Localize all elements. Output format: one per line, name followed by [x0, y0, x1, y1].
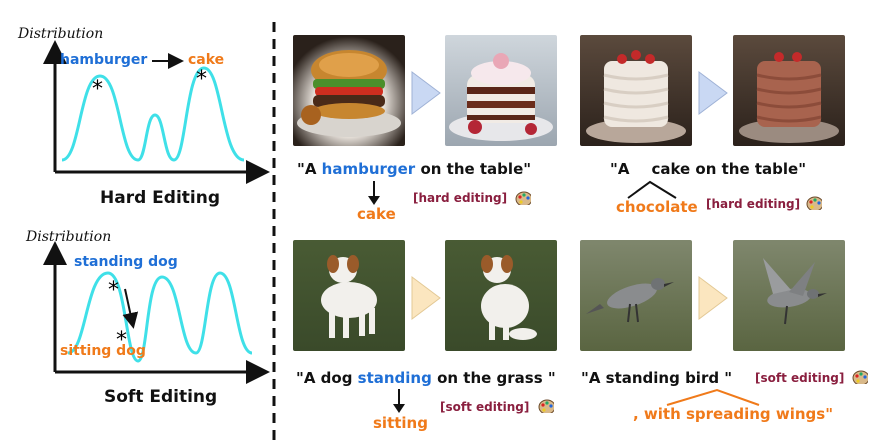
dog-replacement-word: sitting — [373, 414, 428, 432]
cake-source-image — [580, 35, 692, 146]
palette-icon — [852, 370, 868, 384]
soft-editing-title: Soft Editing — [104, 387, 218, 407]
burger-prompt-highlight: hamburger — [321, 160, 416, 178]
bird-edit-tag: [soft editing] — [755, 371, 845, 385]
bird-insert-caret — [666, 388, 760, 406]
bird-spreading-wings-result-image — [733, 240, 845, 351]
burger-replacement-word: cake — [357, 205, 396, 223]
palette-icon — [806, 196, 822, 210]
burger-prompt-pre: "A — [297, 160, 322, 178]
burger-prompt: "A hamburger on the table" — [297, 160, 531, 178]
sitting-dog-result-image — [445, 240, 557, 351]
cake-edit-tag: [hard editing] — [706, 197, 801, 211]
dog-prompt: "A dog standing on the grass " — [296, 369, 556, 387]
hard-to-word: cake — [188, 52, 225, 68]
hard-from-word: hamburger — [60, 52, 148, 68]
soft-from-word: standing dog — [74, 254, 178, 270]
soft-word-arrow — [122, 288, 139, 329]
bird-prompt: "A standing bird " — [581, 369, 733, 387]
dog-replace-arrow — [393, 389, 405, 413]
hard-distribution-label: Distribution — [18, 26, 104, 42]
hard-editing-title: Hard Editing — [100, 188, 221, 208]
hard-edit-triangle-2 — [698, 71, 728, 115]
burger-edit-tag: [hard editing] — [413, 191, 508, 205]
soft-edit-triangle-1 — [411, 276, 441, 320]
soft-star-standing: * — [108, 278, 119, 303]
dog-prompt-pre: "A dog — [296, 369, 358, 387]
hard-star-hamburger: * — [92, 77, 103, 102]
cake-prompt-pre: "A — [610, 160, 630, 178]
hamburger-source-image — [293, 35, 405, 146]
standing-bird-source-image — [580, 240, 692, 351]
palette-icon — [515, 191, 531, 205]
soft-distribution-plot: * * — [43, 241, 270, 384]
soft-edit-triangle-2 — [698, 276, 728, 320]
hard-distribution-curve — [61, 66, 245, 162]
dog-prompt-highlight: standing — [357, 369, 432, 387]
soft-to-word: sitting dog — [60, 343, 146, 359]
dog-edit-tag: [soft editing] — [440, 400, 530, 414]
dashed-divider — [272, 22, 276, 440]
bird-insertion-phrase: , with spreading wings" — [633, 405, 834, 423]
standing-dog-source-image — [293, 240, 405, 351]
cake-insertion-word: chocolate — [616, 198, 698, 216]
cake-prompt: "A cake on the table" — [610, 160, 806, 178]
burger-prompt-post: on the table" — [415, 160, 532, 178]
burger-replace-arrow — [368, 181, 380, 205]
soft-star-sitting: * — [116, 328, 127, 353]
cake-insert-caret — [627, 180, 677, 199]
cake-prompt-post: cake on the table" — [651, 160, 807, 178]
cake-result-image — [445, 35, 557, 146]
hard-star-cake: * — [196, 67, 207, 92]
soft-distribution-curve — [67, 271, 253, 363]
hard-distribution-plot: * * — [43, 40, 270, 184]
chocolate-cake-result-image — [733, 35, 845, 146]
hard-edit-triangle-1 — [411, 71, 441, 115]
dog-prompt-post: on the grass " — [431, 369, 556, 387]
palette-icon — [538, 399, 554, 413]
